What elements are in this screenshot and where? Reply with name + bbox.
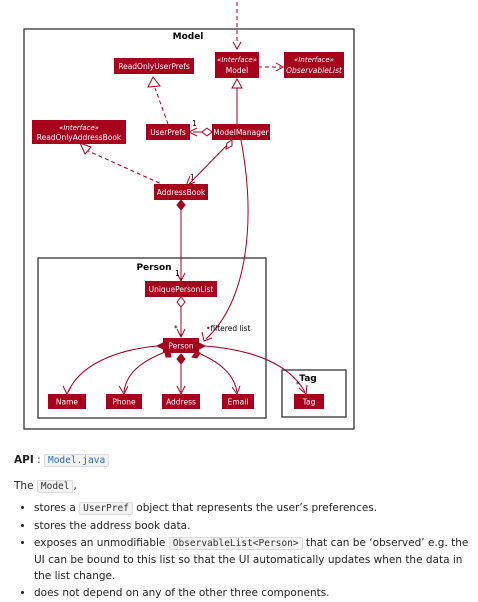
unique-list-multiplicity: 1 <box>175 269 180 278</box>
model-manager-label: ModelManager <box>213 128 269 137</box>
model-package-title: Model <box>173 32 204 42</box>
user-prefs-label: UserPrefs <box>150 128 186 137</box>
api-colon: : <box>37 454 41 466</box>
model-responsibilities-list: stores a UserPref object that represents… <box>14 500 474 602</box>
model-package <box>23 28 355 430</box>
bullet-text: stores the address book data. <box>34 520 191 532</box>
filtered-list-line <box>205 139 249 340</box>
email-class <box>222 394 254 409</box>
user-prefs-multiplicity: 1 <box>192 119 197 128</box>
list-item: stores a UserPref object that represents… <box>34 500 474 517</box>
address-book-class <box>154 184 208 200</box>
address-book-label: AddressBook <box>157 188 206 197</box>
bullet-text: exposes an unmodifiable <box>34 537 166 549</box>
model-intro-post: , <box>73 480 77 492</box>
filtered-list-label: •filtered list <box>206 324 251 333</box>
person-address-diamond <box>176 353 186 365</box>
observable-list-stereotype: «Interface» <box>294 56 334 64</box>
bullet-text: that can be ‘observed’ e.g. the UI can b… <box>34 537 469 582</box>
person-email-line <box>195 351 238 393</box>
bullet-text: object that represents the user’s prefer… <box>136 502 378 514</box>
user-prefs-class <box>146 124 190 140</box>
model-java-link[interactable]: Model.java <box>43 454 110 467</box>
modelmanager-addressbook-line <box>188 139 233 185</box>
list-item: exposes an unmodifiable ObservableList<P… <box>34 535 474 584</box>
readonly-address-book-label: ReadOnlyAddressBook <box>37 133 122 142</box>
model-interface-class <box>215 52 259 78</box>
phone-arrowhead <box>118 385 129 396</box>
userprefs-realization-triangle <box>147 76 161 88</box>
person-class <box>163 338 199 353</box>
list-item: does not depend on any of the other thre… <box>34 585 474 601</box>
model-interface-label: Model <box>226 66 249 75</box>
person-label: Person <box>168 342 193 351</box>
tag-package <box>281 369 347 418</box>
tag-label: Tag <box>302 398 316 407</box>
api-line: API : Model.java <box>14 452 110 469</box>
addressbook-aggregation-diamond <box>225 139 233 150</box>
person-navigation-arrow <box>176 328 186 339</box>
filtered-list-text: filtered list <box>210 324 250 333</box>
observable-list-label: ObservableList <box>286 66 343 75</box>
model-class-diagram: Model Person Tag <box>23 2 355 430</box>
uniquelist-aggregation-diamond <box>176 296 186 308</box>
model-observable-arrowhead <box>275 62 285 72</box>
phone-class <box>106 394 142 409</box>
person-multiplicity: * <box>174 324 178 333</box>
userpref-code: UserPref <box>79 502 133 515</box>
readonly-user-prefs-class <box>114 58 194 74</box>
person-package <box>37 257 267 419</box>
name-arrowhead <box>62 385 72 396</box>
readonly-address-book-class <box>32 120 126 144</box>
model-interface-stereotype: «Interface» <box>217 56 257 64</box>
address-book-multiplicity: 1 <box>190 173 195 182</box>
person-name-line <box>67 345 158 393</box>
phone-label: Phone <box>112 398 136 407</box>
model-intro-pre: The <box>14 480 34 492</box>
list-item: stores the address book data. <box>34 518 474 534</box>
readonly-user-prefs-label: ReadOnlyUserPrefs <box>118 62 190 71</box>
observable-list-class <box>284 52 344 78</box>
person-tag-line <box>204 345 306 393</box>
bullet-text: does not depend on any of the other thre… <box>34 587 330 599</box>
userprefs-aggregation-diamond <box>201 127 213 137</box>
tag-multiplicity: * <box>296 380 300 389</box>
name-label: Name <box>56 398 79 407</box>
model-intro-code: Model <box>36 480 74 493</box>
model-intro: The Model, <box>14 478 77 495</box>
readonly-address-book-stereotype: «Interface» <box>59 124 99 132</box>
tag-package-title: Tag <box>299 374 317 384</box>
unique-person-list-label: UniquePersonList <box>149 285 214 294</box>
person-package-title: Person <box>136 263 171 273</box>
bullet-text: stores a <box>34 502 76 514</box>
incoming-dependency-arrowhead <box>232 41 242 51</box>
tag-class <box>294 394 324 409</box>
address-class <box>162 394 200 409</box>
person-phone-line <box>123 351 166 393</box>
observable-list-code: ObservableList<Person> <box>168 537 303 550</box>
addressbook-composition-diamond <box>176 199 186 211</box>
addressbook-realization-triangle <box>79 142 92 155</box>
email-label: Email <box>228 398 249 407</box>
address-label: Address <box>166 398 196 407</box>
model-manager-class <box>212 124 270 140</box>
unique-person-list-class <box>145 281 217 297</box>
api-label: API <box>14 454 34 466</box>
addressbook-realization-line <box>85 149 167 187</box>
userprefs-realization-line <box>154 87 169 125</box>
modelmanager-realization-triangle <box>231 77 243 89</box>
name-class <box>48 394 86 409</box>
filtered-list-arrowhead <box>201 331 213 342</box>
